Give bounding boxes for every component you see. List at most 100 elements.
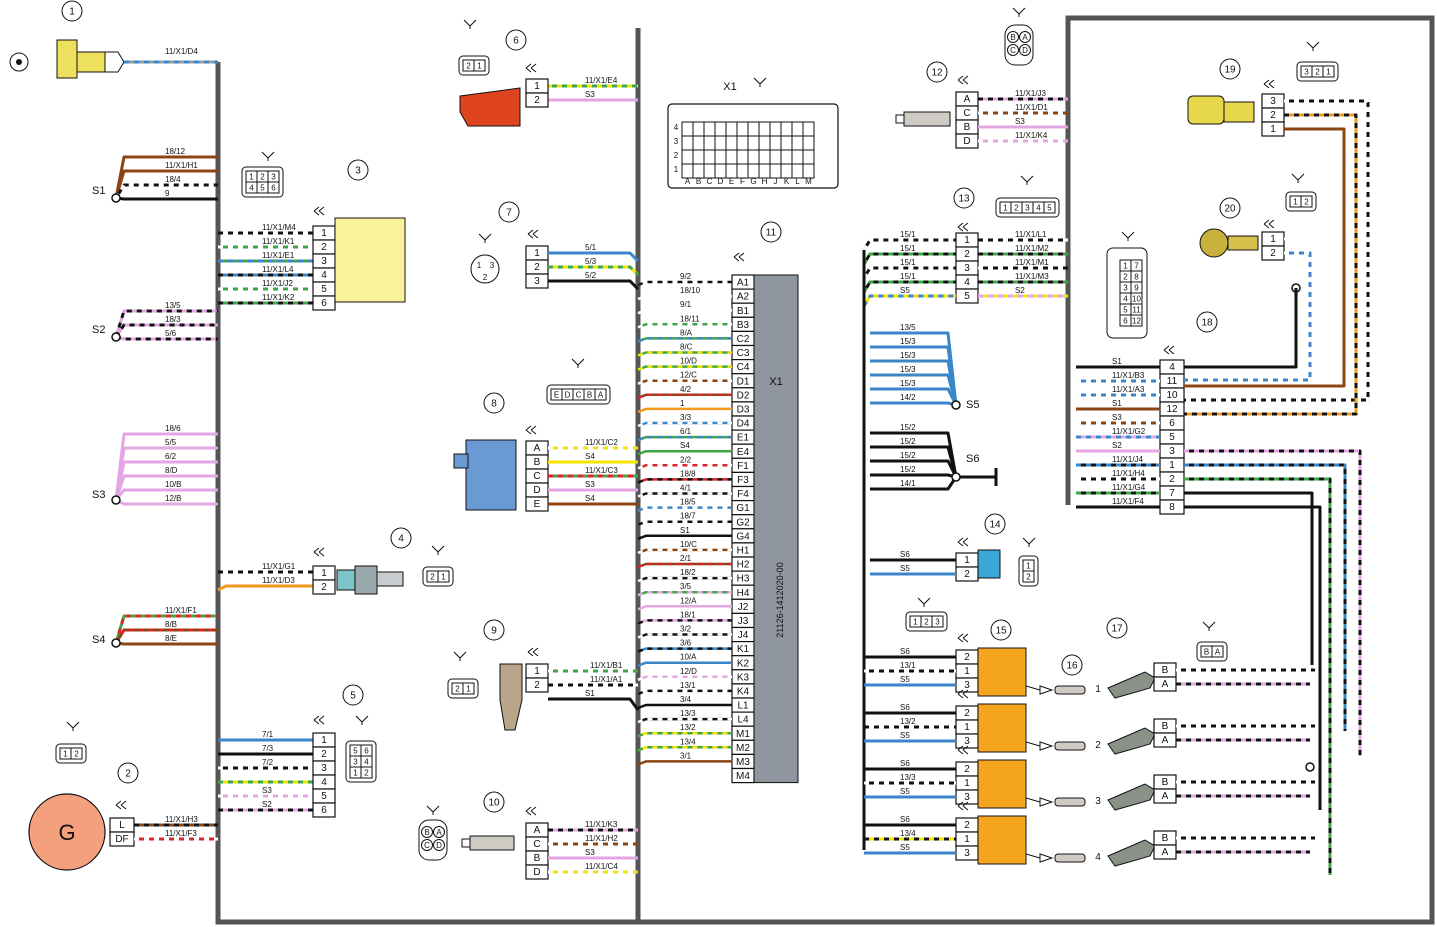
component-4-pin-label: 1 xyxy=(321,568,327,579)
ecu-pin-label: G1 xyxy=(736,503,750,514)
wire-label: 11/X1/K4 xyxy=(1015,131,1048,140)
component-15-pin-label: 1 xyxy=(964,834,970,845)
pin-arrow-icon xyxy=(957,537,969,547)
connector-cell xyxy=(758,149,771,165)
component-4-connector-cell-label: 1 xyxy=(441,573,446,582)
splice-label: S4 xyxy=(92,634,105,646)
connector-cell xyxy=(736,163,749,179)
ecu-pin-label: K1 xyxy=(737,644,750,655)
wire xyxy=(870,473,957,479)
wire-label: 8/A xyxy=(680,328,693,337)
component-number-badge xyxy=(117,762,139,784)
ecu-pin-label: M3 xyxy=(736,757,750,768)
ecu-pin-label: H2 xyxy=(737,560,750,571)
component-19-pin-label: 3 xyxy=(1270,96,1276,107)
coil-terminal xyxy=(1039,741,1054,751)
component-number-badge xyxy=(347,159,369,181)
pin-arrow-icon xyxy=(313,547,325,557)
coil-terminal xyxy=(1039,685,1054,695)
air-temp-sensor-plug xyxy=(1227,235,1259,251)
wire-label: 13/3 xyxy=(680,709,696,718)
connector-cell xyxy=(802,121,815,137)
wire-label: 7/3 xyxy=(262,744,274,753)
component-19-connector-cell-label: 2 xyxy=(1315,68,1320,77)
wire-label: 11/X1/M2 xyxy=(1015,244,1049,253)
wire xyxy=(870,373,958,406)
wire-label: S6 xyxy=(900,815,910,824)
component-13-connector-cell-label: 4 xyxy=(1036,204,1041,213)
connector-row-label: 1 xyxy=(674,165,679,174)
connector-cell xyxy=(681,163,694,179)
wire xyxy=(1184,505,1322,810)
component-18-cell-label: 1 xyxy=(1123,262,1128,271)
component-18-pin-label: 7 xyxy=(1169,488,1175,499)
wire-label: S3 xyxy=(585,90,595,99)
component-3-pin-label: 6 xyxy=(321,298,327,309)
ecu-pin-label: A2 xyxy=(737,292,750,303)
component-8-connector-cell-label: E xyxy=(554,391,559,400)
pin-arrow-icon xyxy=(733,252,745,262)
wire-label: 8/E xyxy=(165,634,177,643)
wire-stripe xyxy=(637,393,732,399)
wire-label: 3/4 xyxy=(680,695,692,704)
component-13-pin-label: 3 xyxy=(964,263,970,274)
plug-icon xyxy=(917,597,931,607)
connector-cell xyxy=(703,121,716,137)
wire xyxy=(870,387,958,406)
component-number-badge xyxy=(1196,311,1218,333)
wire-label: 13/4 xyxy=(900,829,916,838)
component-13-connector-cell-label: 3 xyxy=(1025,204,1030,213)
splice-label: S3 xyxy=(92,489,105,501)
ecu-pin-label: D4 xyxy=(737,419,750,430)
component-number-badge xyxy=(483,392,505,414)
wire xyxy=(1184,449,1362,756)
wire-label: 11/X1/J3 xyxy=(1015,89,1047,98)
ecu-pin-label: J3 xyxy=(738,616,749,627)
component-14-connector-cell-label: 1 xyxy=(1026,562,1031,571)
connector-col-label: C xyxy=(707,177,713,186)
plug-icon xyxy=(1121,231,1135,241)
wire-stripe xyxy=(1184,99,1370,402)
component-10-connector xyxy=(418,819,448,861)
wire xyxy=(114,169,218,199)
component-14-pin-label: 1 xyxy=(964,555,970,566)
oxygen-sensor-10 xyxy=(469,835,515,851)
component-number: 15 xyxy=(995,626,1007,637)
wire xyxy=(870,401,957,407)
connector-cell xyxy=(714,163,727,179)
wire-label: 13/2 xyxy=(680,723,696,732)
splice-label: S1 xyxy=(92,185,105,197)
component-12-connector-cell-label: B xyxy=(1010,33,1015,42)
maf-tab xyxy=(453,453,469,469)
component-number-badge xyxy=(61,0,83,22)
component-14-pin-label: 2 xyxy=(964,569,970,580)
component-10-pin-label: B xyxy=(534,853,541,864)
component-18-cell xyxy=(1130,314,1143,327)
pin-arrow-icon xyxy=(525,63,537,73)
component-20-pin-label: 1 xyxy=(1270,234,1276,245)
spark-plug-number: 3 xyxy=(1095,796,1101,807)
wire xyxy=(548,279,640,291)
component-number: 5 xyxy=(350,691,356,702)
connector-cell xyxy=(791,135,804,151)
connector-cell xyxy=(747,121,760,137)
component-8-connector-cell-label: B xyxy=(587,391,592,400)
wire-label: 13/1 xyxy=(900,661,916,670)
wire-label: 15/1 xyxy=(900,244,916,253)
component-number: 8 xyxy=(491,399,497,410)
component-3-pin-label: 4 xyxy=(321,270,327,281)
wire-label: S5 xyxy=(900,843,910,852)
oxygen-sensor-12-tip xyxy=(895,114,905,124)
wire-label: 11/X1/K2 xyxy=(262,293,295,302)
component-17-pin-label: B xyxy=(1162,833,1169,844)
component-number-badge xyxy=(498,201,520,223)
ecu-pin-label: H3 xyxy=(737,574,750,585)
wire-label: S1 xyxy=(585,689,595,698)
coil-lead xyxy=(1025,685,1041,691)
connector-cell xyxy=(714,121,727,137)
component-15-connector-cell xyxy=(931,615,944,628)
component-8-pin-label: C xyxy=(533,471,540,482)
component-10-pin-label: D xyxy=(533,867,540,878)
ecu-connector-label: X1 xyxy=(723,81,736,93)
wire xyxy=(637,760,732,766)
